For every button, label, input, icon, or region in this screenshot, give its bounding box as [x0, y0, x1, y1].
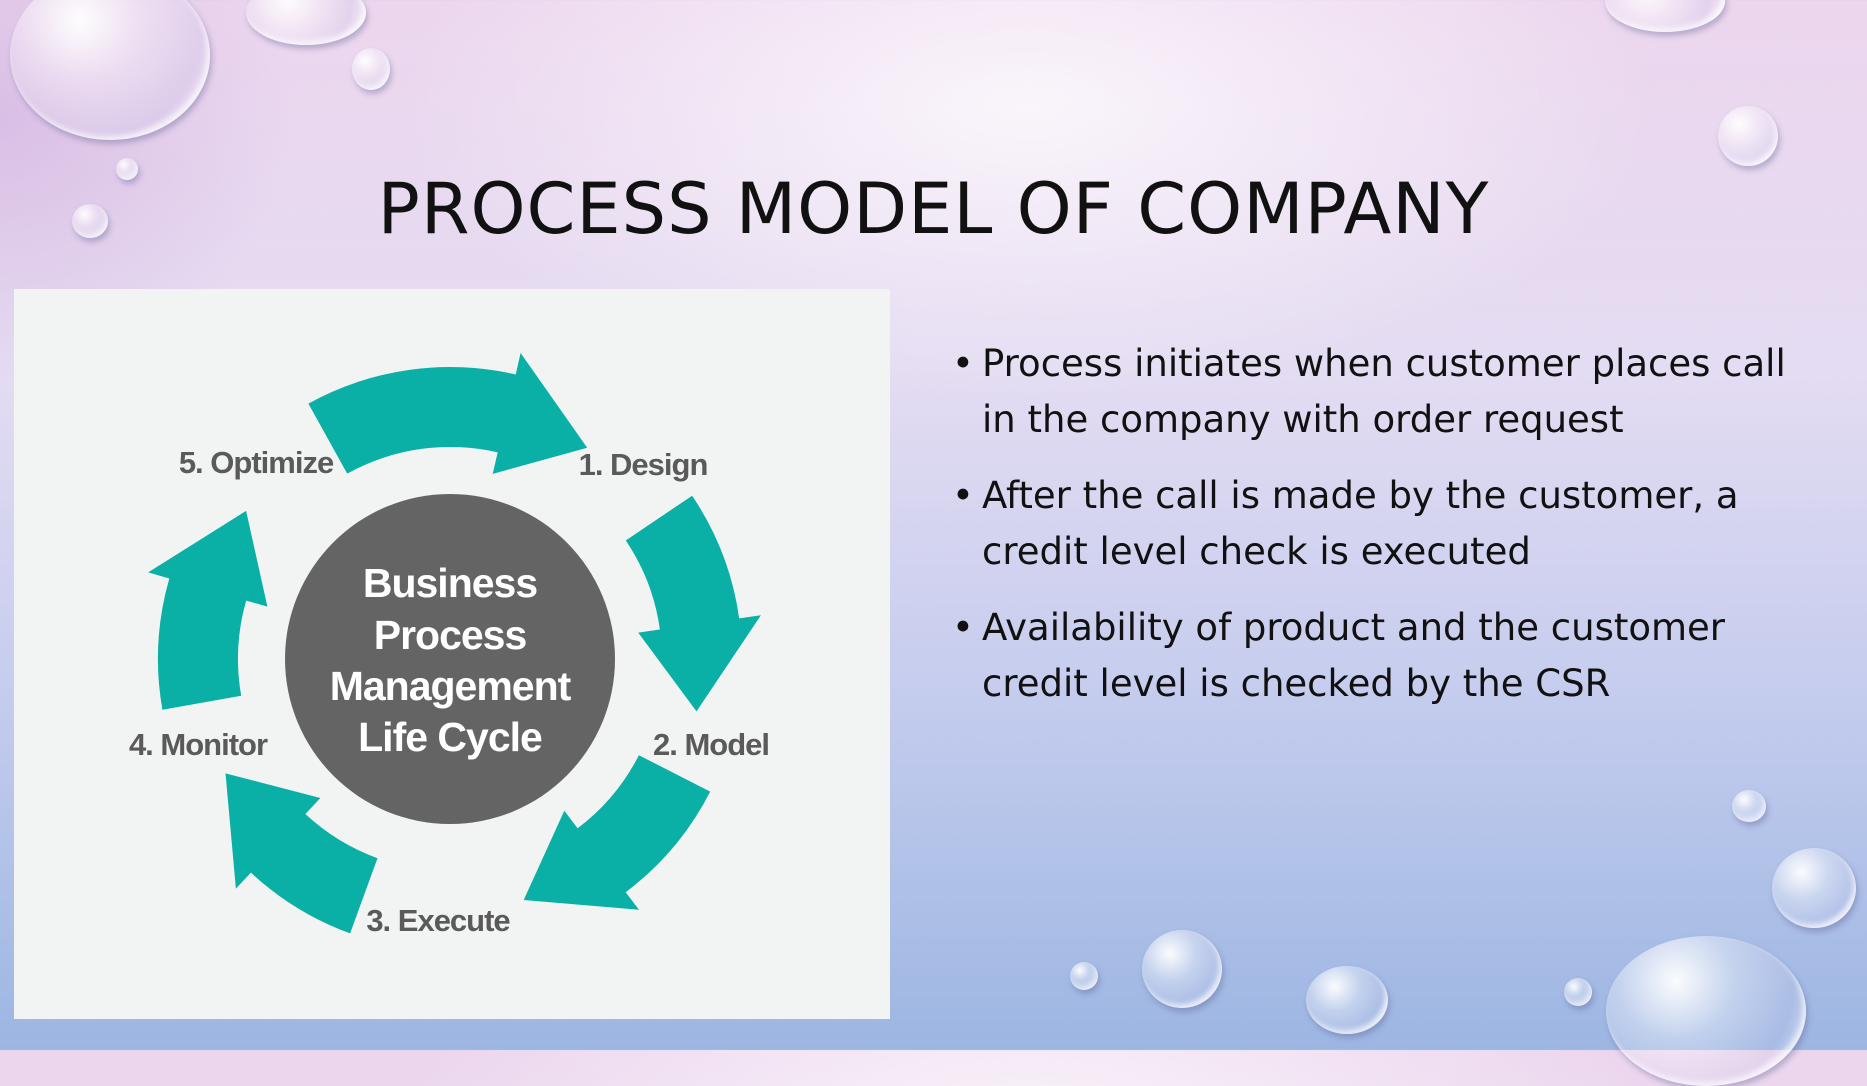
lifecycle-svg: Business Process Management Life Cycle 1… [129, 353, 770, 938]
arrow-to-execute-icon [523, 755, 711, 910]
stage-label-execute: 3. Execute [366, 903, 510, 938]
arrow-to-design-icon [308, 353, 588, 474]
water-drop-decoration [1732, 790, 1766, 822]
bullet-text: After the call is made by the customer, … [982, 474, 1739, 573]
water-drop-decoration [1606, 936, 1806, 1086]
water-drop-decoration [72, 204, 108, 238]
center-text-line: Management [330, 663, 572, 709]
water-drop-decoration [1605, 0, 1725, 32]
water-drop-decoration [1718, 106, 1778, 166]
bullet-dot: • [952, 342, 974, 385]
stage-label-optimize: 5. Optimize [179, 445, 334, 480]
center-text-line: Life Cycle [358, 714, 542, 760]
water-drop-decoration [116, 158, 138, 180]
bullet-item: •Availability of product and the custome… [952, 600, 1812, 712]
water-drop-decoration [352, 48, 390, 90]
arrow-to-optimize-icon [148, 510, 268, 710]
slide-title: PROCESS MODEL OF COMPANY [377, 168, 1490, 250]
bpm-lifecycle-diagram: Business Process Management Life Cycle 1… [14, 289, 890, 1019]
center-text-line: Process [374, 612, 527, 658]
stage-label-design: 1. Design [579, 447, 708, 482]
water-drop-decoration [1142, 930, 1222, 1008]
bullet-dot: • [952, 474, 974, 517]
water-drop-decoration [10, 0, 210, 140]
bullet-dot: • [952, 606, 974, 649]
bullet-text: Availability of product and the customer… [982, 606, 1726, 705]
water-drop-decoration [1772, 848, 1856, 928]
bullet-text: Process initiates when customer places c… [982, 342, 1786, 441]
water-drop-decoration [1070, 962, 1098, 990]
water-drop-decoration [1306, 966, 1388, 1034]
bullet-item: •Process initiates when customer places … [952, 336, 1812, 448]
arrow-to-model-icon [625, 495, 761, 712]
bullet-list: •Process initiates when customer places … [952, 336, 1812, 732]
arrow-to-monitor-icon [225, 773, 378, 934]
bullet-item: •After the call is made by the customer,… [952, 468, 1812, 580]
stage-label-monitor: 4. Monitor [129, 727, 268, 762]
stage-label-model: 2. Model [653, 727, 769, 762]
center-circle [285, 494, 615, 824]
center-text-line: Business [363, 560, 537, 606]
water-drop-decoration [1564, 978, 1592, 1006]
